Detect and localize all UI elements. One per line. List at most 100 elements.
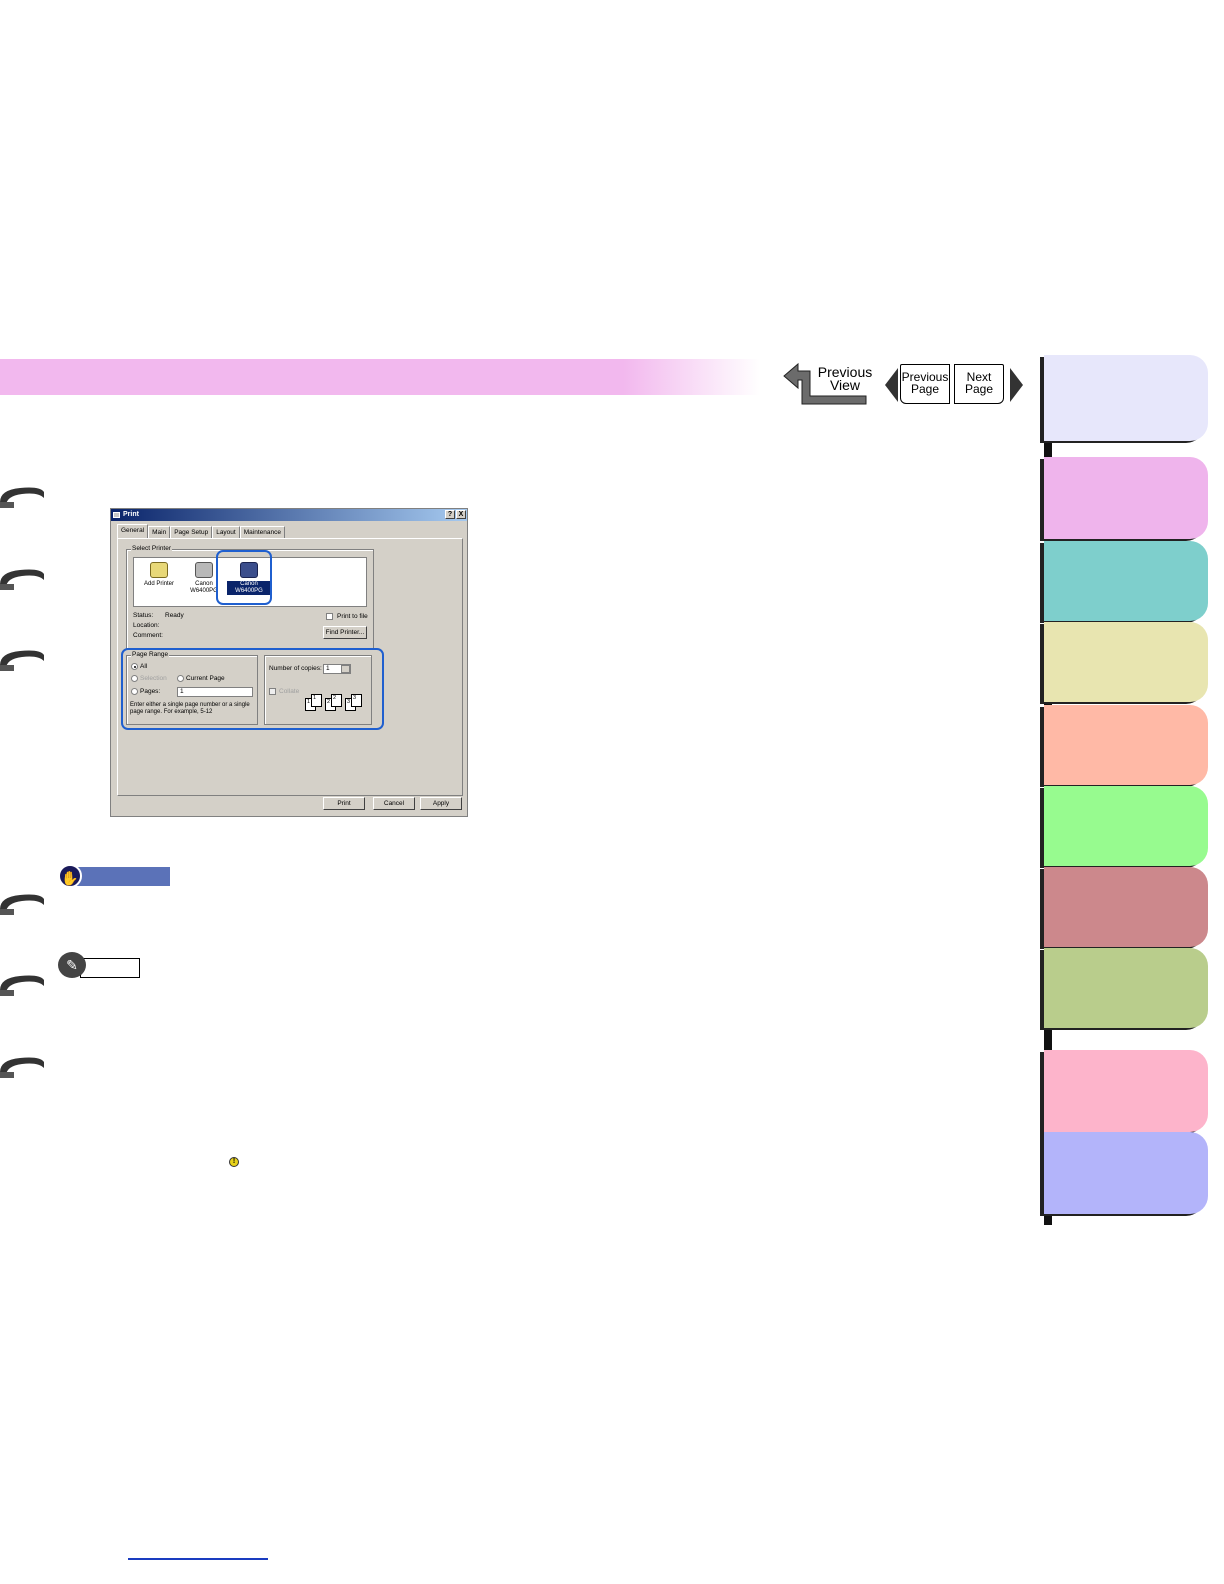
range-all-label: All: [140, 663, 148, 670]
copies-input[interactable]: 1: [323, 664, 351, 674]
collate-sheet: 3: [351, 694, 362, 707]
pages-input[interactable]: 1: [177, 687, 253, 697]
tab-maintenance[interactable]: Maintenance: [239, 526, 285, 538]
page-navigation: Previous Page Next Page: [884, 362, 1026, 412]
select-printer-group: Select Printer Add Printer Canon W6400PG…: [126, 545, 374, 649]
printer-name-line2: W6400PG: [227, 588, 271, 595]
collate-sheet: 1: [311, 694, 322, 707]
range-current-page-label: Current Page: [186, 675, 225, 682]
copies-label: Number of copies:: [269, 665, 322, 672]
left-triangle-icon[interactable]: [885, 368, 898, 402]
range-current-page-radio[interactable]: [177, 675, 184, 682]
page-range-label: Page Range: [131, 651, 170, 659]
copies-spinner[interactable]: [341, 665, 350, 673]
chapter-tab[interactable]: [1044, 1050, 1208, 1132]
selected-printer-highlight: [216, 550, 272, 605]
copies-group: Number of copies: 1 Collate 1 1 2 2 3 3: [264, 655, 372, 725]
dialog-title-bar: Print ? X: [111, 509, 467, 521]
collate-label: Collate: [279, 688, 300, 695]
previous-page-line2: Page: [910, 382, 940, 396]
next-page-line1: Next: [966, 370, 992, 384]
important-callout: ✋: [58, 864, 170, 888]
footer-link[interactable]: [128, 1558, 268, 1560]
next-page-line2: Page: [964, 382, 994, 396]
pencil-icon: ✎: [58, 952, 86, 978]
page-range-highlight: [121, 648, 384, 730]
printer-icon: [113, 512, 120, 518]
general-tab-panel: Select Printer Add Printer Canon W6400PG…: [117, 538, 463, 796]
binder-ring-icon: [0, 1057, 44, 1078]
binder-ring-icon: [0, 650, 44, 671]
printer-item-selected[interactable]: Canon W6400PG: [227, 562, 271, 595]
chapter-tab[interactable]: [1044, 1132, 1208, 1214]
page-range-hint-line2: page range. For example, 5-12: [130, 709, 213, 715]
range-pages-label: Pages:: [140, 688, 161, 695]
previous-page-line1: Previous: [901, 370, 949, 384]
chapter-tab[interactable]: [1044, 705, 1208, 785]
chapter-tab[interactable]: [1044, 786, 1208, 866]
chapter-tab[interactable]: [1044, 541, 1208, 621]
add-printer-item[interactable]: Add Printer: [137, 562, 181, 588]
add-printer-label: Add Printer: [143, 581, 174, 587]
comment-label: Comment:: [133, 632, 163, 639]
previous-view-line2: View: [829, 377, 861, 393]
range-all-radio[interactable]: [131, 663, 138, 670]
print-dialog: Print ? X General Main Page Setup Layout…: [110, 508, 468, 817]
close-button[interactable]: X: [456, 510, 466, 519]
location-label: Location:: [133, 622, 160, 629]
binder-ring-icon: [0, 894, 44, 915]
binder-ring-icon: [0, 975, 44, 996]
printer-item[interactable]: Canon W6400PG: [182, 562, 226, 595]
add-printer-icon: [150, 562, 168, 578]
previous-view-label: Previous View: [814, 364, 876, 393]
chapter-tab[interactable]: [1044, 622, 1208, 702]
next-page-button[interactable]: Next Page: [954, 364, 1004, 404]
status-label: Status:: [133, 612, 154, 619]
chapter-tab[interactable]: [1044, 355, 1208, 441]
printer-name-line2: W6400PG: [190, 588, 218, 594]
tab-general[interactable]: General: [117, 524, 149, 538]
printer-name-line1: Canon: [195, 581, 213, 587]
page-range-hint-line1: Enter either a single page number or a s…: [130, 702, 250, 708]
dialog-title: Print: [123, 511, 139, 518]
cancel-button[interactable]: Cancel: [373, 797, 415, 810]
range-pages-radio[interactable]: [131, 688, 138, 695]
status-value: Ready: [165, 612, 184, 619]
help-button[interactable]: ?: [445, 510, 455, 519]
range-selection-radio[interactable]: [131, 675, 138, 682]
note-box: [80, 958, 140, 978]
hand-stop-icon: ✋: [58, 864, 82, 888]
printer-name-line1: Canon: [227, 581, 271, 588]
important-bar: [70, 867, 170, 886]
binder-ring-icon: [0, 487, 44, 508]
print-to-file-checkbox[interactable]: [326, 613, 333, 620]
page-range-group: Page Range All Selection Current Page Pa…: [126, 651, 258, 725]
note-callout: ✎: [58, 950, 142, 980]
apply-button[interactable]: Apply: [420, 797, 462, 810]
tab-page-setup[interactable]: Page Setup: [170, 526, 213, 538]
printer-list[interactable]: Add Printer Canon W6400PG Canon W6400PG: [133, 557, 367, 607]
binder-ring-icon: [0, 569, 44, 590]
dialog-tabs: General Main Page Setup Layout Maintenan…: [117, 524, 285, 538]
collate-checkbox[interactable]: [269, 688, 276, 695]
previous-view-button[interactable]: Previous View: [780, 362, 878, 406]
chapter-tab[interactable]: [1044, 948, 1208, 1028]
right-triangle-icon[interactable]: [1010, 368, 1023, 402]
collate-sheet: 2: [331, 694, 342, 707]
back-arrow-icon: [783, 362, 867, 405]
chapter-header-band: [0, 359, 760, 395]
chapter-tab[interactable]: [1044, 867, 1208, 947]
print-button[interactable]: Print: [323, 797, 365, 810]
printer-icon: [195, 562, 213, 578]
select-printer-label: Select Printer: [131, 545, 173, 553]
previous-view-line1: Previous: [817, 364, 873, 380]
previous-page-button[interactable]: Previous Page: [900, 364, 950, 404]
range-selection-label: Selection: [140, 675, 167, 682]
print-to-file-label: Print to file: [337, 613, 368, 620]
exclamation-icon: !: [229, 1157, 239, 1167]
printer-selected-icon: [240, 562, 258, 578]
chapter-tab[interactable]: [1044, 457, 1208, 539]
tab-layout[interactable]: Layout: [212, 526, 240, 538]
find-printer-button[interactable]: Find Printer...: [323, 626, 367, 639]
tab-main[interactable]: Main: [148, 526, 171, 538]
